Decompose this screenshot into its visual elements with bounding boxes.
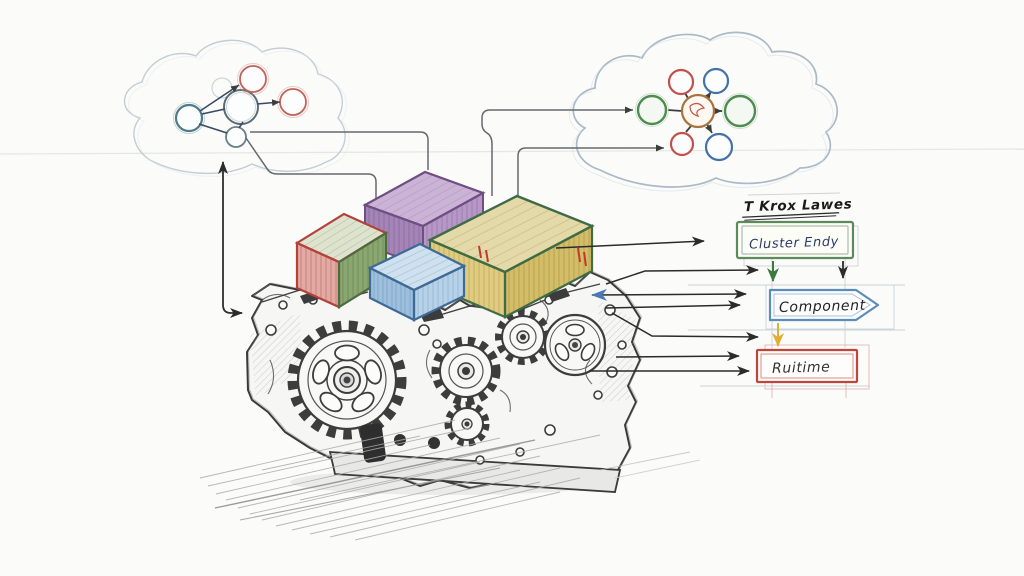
red-corner-marks <box>478 245 587 267</box>
blue-container <box>367 242 467 322</box>
left-network-edges <box>198 84 281 134</box>
right-cloud-network <box>635 67 758 162</box>
yellow-container <box>427 194 595 319</box>
arrow-engine-to-yellow-flow <box>611 312 759 342</box>
redgreen-front-face <box>297 243 339 307</box>
cloud-connector-traces <box>245 106 664 230</box>
left-cloud <box>123 39 350 177</box>
layers-title: T Krox Lawes <box>742 196 853 221</box>
big-gear <box>287 320 407 440</box>
green-node-right-echo <box>722 93 758 129</box>
small-gear <box>444 401 490 447</box>
trace-leftcloud-to-purple-container <box>250 131 429 170</box>
engine-hatch-left <box>250 312 302 398</box>
right-wheel <box>543 313 607 377</box>
right-cloud <box>568 31 838 192</box>
red-node-right <box>279 88 307 116</box>
engine-squiggles <box>261 293 593 413</box>
red-node-topleft <box>667 68 695 96</box>
red-green-container <box>294 212 389 309</box>
arrow-engine-to-component <box>605 300 741 311</box>
cloud-outline <box>123 39 346 175</box>
cloud-outline-echo <box>568 35 834 192</box>
red-node-top <box>239 65 267 93</box>
arrow-engine-to-green-flow <box>605 265 759 285</box>
small-node-bottom <box>225 126 247 148</box>
arrow-engine-component-bidirectional <box>591 288 747 301</box>
engine-base-skid <box>328 451 622 493</box>
engine-hatch-right <box>598 300 636 402</box>
runtime-box-label: Ruitime <box>772 359 831 377</box>
engine-to-panel-arrows <box>555 236 759 376</box>
engine-to-leftcloud-connector <box>218 161 243 318</box>
container-stack <box>294 170 595 322</box>
trace-leftcloud-to-container-stack <box>245 137 377 230</box>
blue-node-bottomright <box>704 132 734 162</box>
construction-guides <box>688 192 905 398</box>
arrow-engine-to-cluster <box>555 236 705 249</box>
ground-hatching <box>199 419 701 541</box>
teal-node <box>174 103 204 133</box>
yellow-top <box>430 196 592 272</box>
center-node <box>223 89 259 125</box>
faint-horizon-line <box>0 148 1024 155</box>
runtime-box: Ruitime <box>755 348 859 384</box>
left-cloud-network <box>173 63 309 148</box>
green-node-left <box>636 94 668 126</box>
cloud-outline <box>572 31 838 188</box>
cluster-box-label: Cluster Endy <box>749 234 839 252</box>
trace-container-to-rightcloud-red <box>517 144 664 196</box>
green-node-left-echo <box>635 93 669 127</box>
red-node-bottomleft <box>669 131 695 157</box>
cluster-box: Cluster Endy <box>735 220 855 260</box>
trace-container-to-rightcloud-green <box>481 106 633 196</box>
middle-gear <box>431 336 501 406</box>
dark-bore <box>428 437 440 449</box>
hub-scribble <box>689 102 706 117</box>
teal-node-echo <box>173 102 205 134</box>
purple-top <box>365 172 483 226</box>
layers-panel: T Krox Lawes Cluster Endy Component Ruit… <box>688 192 905 398</box>
green-node-right <box>723 94 757 128</box>
component-box-label: Component <box>779 298 866 316</box>
cloud-outline-echo <box>128 42 350 177</box>
component-box: Component <box>768 288 880 322</box>
blue-right-face <box>414 266 464 320</box>
center-node-echo <box>226 92 256 122</box>
arrow-engine-to-runtime-upper <box>615 351 740 362</box>
layers-title-text: T Krox Lawes <box>744 196 853 215</box>
red-node-top-echo <box>237 63 269 95</box>
blue-node-topright <box>702 67 730 95</box>
dark-slot <box>360 423 386 463</box>
